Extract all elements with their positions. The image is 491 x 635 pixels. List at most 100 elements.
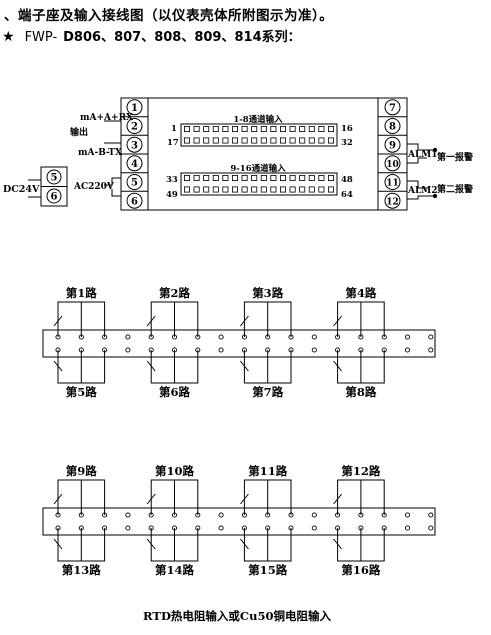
rtd-resistor-mark: [240, 493, 249, 505]
rtd-channel-label-top: 第3路: [252, 286, 284, 300]
rtd-resistor-mark: [240, 360, 249, 372]
model-line: ★ FWP- D806、807、808、809、814系列：: [2, 26, 301, 45]
input-pin: [183, 137, 190, 144]
brand-label: FWP-: [24, 30, 58, 45]
rtd-pin: [125, 334, 131, 340]
input-pin: [308, 126, 315, 133]
terminal-number-12: 12: [386, 197, 399, 207]
rtd-channel-label-top: 第1路: [66, 286, 98, 300]
rtd-channel-label-top: 第9路: [66, 464, 98, 478]
rtd-channel-label-top: 第4路: [345, 286, 377, 300]
input-pin: [270, 126, 277, 133]
model-list: D806、807、808、809、814系列：: [63, 30, 301, 45]
rtd-pin: [404, 525, 411, 531]
rtd-pin: [404, 347, 411, 353]
input-pin: [327, 126, 334, 133]
rtd-resistor-mark: [240, 538, 249, 550]
input-pin: [260, 174, 267, 181]
input-pin: [270, 186, 277, 193]
input-pin: [203, 137, 210, 144]
input-pin: [241, 137, 248, 144]
rtd-resistor-mark: [53, 493, 63, 505]
label-ma-minus: mA-B-TX: [78, 148, 122, 158]
input-pin: [183, 174, 190, 181]
alm2-label: 第二报警: [437, 183, 473, 195]
dc24v-block: [28, 166, 68, 207]
input-pin: [308, 174, 315, 181]
input-pin: [241, 174, 248, 181]
input-pin: [327, 137, 334, 144]
rtd-pin: [218, 525, 224, 531]
label-ac220v: AC220V: [73, 182, 115, 192]
input-pin: [231, 137, 238, 144]
dc-terminal-6-number: 6: [51, 192, 58, 203]
star-icon: ★: [2, 29, 15, 45]
input-pin: [318, 186, 325, 193]
terminal-circle-7: [384, 99, 401, 116]
terminal-circle-12: [384, 192, 401, 209]
input-pin: [270, 137, 277, 144]
rtd-channel-label-bottom: 第15路: [248, 563, 288, 577]
rtd-channel-label-bottom: 第8路: [345, 385, 377, 399]
rtd-terminal-bar: [42, 507, 436, 536]
terminal-circle-2: [126, 118, 143, 134]
terminal-number-1: 1: [131, 103, 138, 114]
input-pin: [308, 137, 315, 144]
input-pin: [251, 137, 258, 144]
dc-terminal-5: [46, 169, 62, 185]
input-pin: [299, 126, 306, 133]
input-pin: [231, 174, 238, 181]
terminal-circle-3: [126, 136, 143, 153]
input-pin: [193, 186, 200, 193]
terminal-number-8: 8: [389, 122, 396, 133]
input-pin: [203, 174, 210, 181]
alm1-tag: ALM1: [407, 150, 438, 160]
input-pin: [231, 186, 238, 193]
rtd-resistor-mark: [146, 360, 156, 372]
terminal-circle-5: [126, 174, 143, 190]
terminal-number-3: 3: [131, 140, 138, 151]
inputs-lower-label: 9-16通道输入: [230, 163, 286, 174]
rtd-resistor-mark: [240, 315, 249, 327]
rtd-channel-label-top: 第11路: [248, 464, 288, 478]
terminal-number-6: 6: [131, 196, 138, 207]
rtd-pin: [125, 512, 131, 518]
rtd-resistor-mark: [333, 493, 342, 505]
terminal-number-7: 7: [389, 103, 396, 114]
rtd-pin: [428, 347, 434, 353]
rtd-resistor-mark: [333, 315, 342, 327]
left-wires: [104, 120, 121, 197]
input-pin: [222, 126, 229, 133]
rtd-pin: [404, 512, 411, 518]
input-pin: [231, 126, 238, 133]
input-pin: [260, 186, 267, 193]
inputs-lower-pin-49: 49: [166, 190, 178, 200]
input-pin: [289, 174, 296, 181]
rtd-channel-label-bottom: 第16路: [341, 563, 381, 577]
rtd-pin: [311, 347, 317, 353]
input-pin: [193, 174, 200, 181]
rtd-pin: [428, 512, 434, 518]
input-pin: [289, 186, 296, 193]
terminal-circle-11: [384, 174, 401, 190]
inputs-upper-pin-16: 16: [341, 124, 353, 134]
input-pin: [318, 126, 325, 133]
input-pin: [279, 126, 286, 133]
input-pin: [279, 186, 286, 193]
input-pin: [241, 126, 248, 133]
terminal-circle-4: [126, 155, 143, 172]
rtd-pin: [311, 334, 317, 340]
input-pin: [193, 126, 200, 133]
input-pin: [203, 186, 210, 193]
input-pin: [327, 174, 334, 181]
input-pin: [222, 174, 229, 181]
label-dc24v: DC24V: [3, 184, 40, 195]
rtd-terminal-bar: [42, 329, 436, 358]
input-pin: [212, 186, 219, 193]
terminal-circle-9: [384, 136, 401, 153]
rtd-pin: [311, 512, 317, 518]
